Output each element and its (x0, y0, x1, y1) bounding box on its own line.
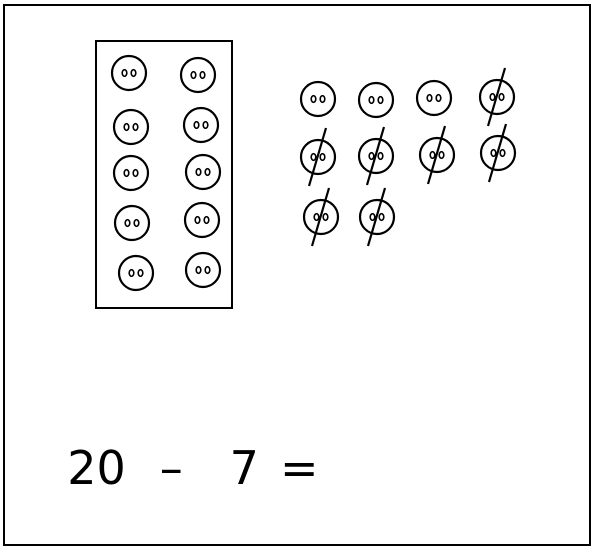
minus-sign: – (133, 438, 209, 498)
equals-sign: = (279, 438, 319, 498)
ten-frame-counter (114, 156, 148, 190)
loose-counter (481, 124, 515, 182)
ten-frame-counter (186, 253, 220, 287)
loose-counter (480, 68, 514, 126)
minuend: 20 (67, 438, 133, 498)
loose-counter (420, 126, 454, 184)
ten-frame-counter (114, 110, 148, 144)
subtrahend: 7 (209, 438, 279, 498)
ten-frame-box (96, 41, 232, 308)
loose-counter (359, 127, 393, 185)
ten-frame-counter (184, 108, 218, 142)
loose-counter (301, 128, 335, 186)
ten-frame-counter (115, 206, 149, 240)
ten-frame-counter (181, 58, 215, 92)
ten-frame-counter (186, 155, 220, 189)
ten-frame-counter (119, 256, 153, 290)
loose-counters (301, 68, 515, 246)
ten-frame-counters (112, 56, 220, 290)
subtraction-equation: 20–7= (38, 378, 319, 438)
loose-counter (301, 82, 335, 116)
loose-counter (417, 81, 451, 115)
loose-counter (360, 188, 394, 246)
loose-counter (304, 188, 338, 246)
ten-frame-counter (185, 203, 219, 237)
loose-counter (359, 83, 393, 117)
ten-frame-counter (112, 56, 146, 90)
